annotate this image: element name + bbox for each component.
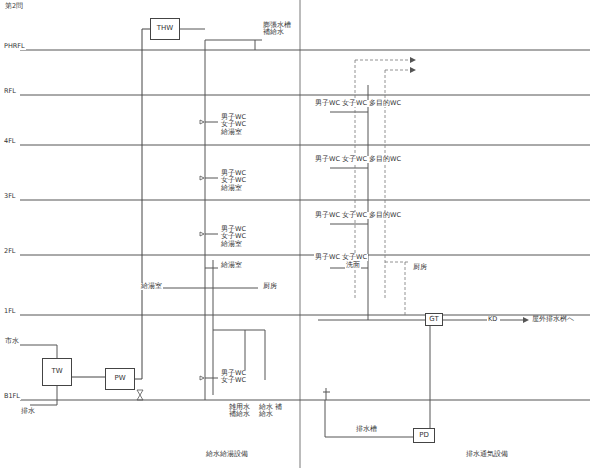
floor-level: 3FL <box>3 193 17 200</box>
equipment-tag: TW <box>51 368 62 376</box>
pipe-note: 男子WC 女子WC <box>314 254 368 261</box>
pipe-note: 排水 <box>20 408 36 415</box>
equipment-tag: GT <box>429 316 438 324</box>
pipe-note: 雑用水 補給水 <box>228 404 254 419</box>
floor-level: RFL <box>3 88 17 95</box>
system-caption: 給水給湯設備 <box>205 450 249 458</box>
equipment-tag: PW <box>114 375 125 383</box>
pipe-note: 洗面 <box>345 262 361 269</box>
floor-level: 2FL <box>3 248 17 255</box>
equipment-box: PD <box>413 428 435 443</box>
pipe-note: 厨房 <box>412 264 428 271</box>
pipe-note: 市水 <box>4 338 20 345</box>
pipe-note: 男子WC 女子WC 多目的WC <box>314 156 402 163</box>
pipe-connector <box>72 377 105 378</box>
pipe-note: KD <box>487 316 498 323</box>
equipment-box: GT <box>425 313 443 326</box>
equipment-tag: PD <box>419 432 429 440</box>
equipment-box: THW <box>150 18 180 40</box>
pipe-note: 男子WC 女子WC 給湯室 <box>220 170 252 192</box>
floor-level: 4FL <box>3 138 17 145</box>
pipe-note: 給湯室 <box>220 262 243 269</box>
pipe-note: 屋外排水桝へ <box>531 316 575 323</box>
floor-level: PHRFL <box>3 43 26 50</box>
equipment-box: PW <box>105 368 135 390</box>
pipe-note: 第2問 <box>4 3 24 10</box>
equipment-tag: THW <box>157 25 173 33</box>
pipe-connector <box>135 29 150 379</box>
floor-level: B1FL <box>3 393 21 400</box>
pipe-note: 排水槽 <box>355 426 378 433</box>
pipe-note: 厨房 <box>262 283 278 290</box>
floor-level: 1FL <box>3 308 17 315</box>
pipe-note: 男子WC 女子WC 多目的WC <box>314 212 402 219</box>
pipe-note: 膨張水槽 補給水 <box>262 22 292 37</box>
pipe-note: 男子WC 女子WC 給湯室 <box>220 114 252 136</box>
pipe-note: 男子WC 女子WC 給湯室 <box>220 226 252 248</box>
pipe-note: 給湯室 <box>140 283 163 290</box>
pipe-note: 給水 補給水 <box>258 404 284 419</box>
equipment-box: TW <box>42 358 72 386</box>
pipe-note: 男子WC 女子WC 多目的WC <box>314 100 402 107</box>
pipe-note: 男子WC 女子WC <box>220 370 252 385</box>
system-caption: 排水通気設備 <box>465 450 509 458</box>
